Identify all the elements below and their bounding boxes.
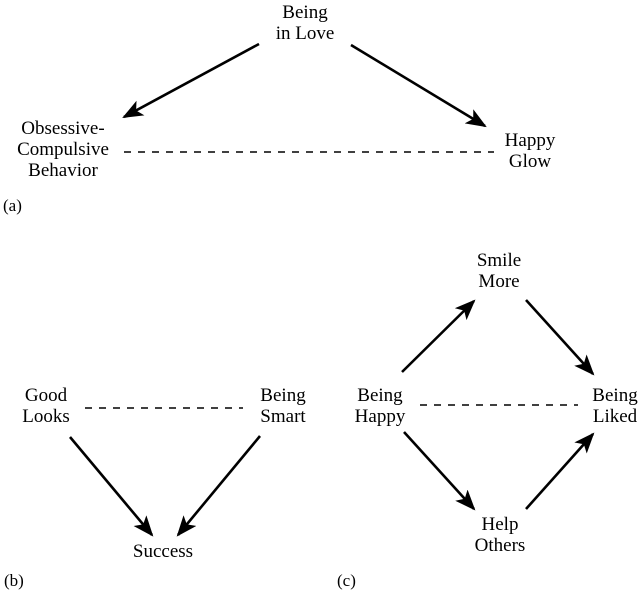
node-label-line: Being <box>592 385 638 406</box>
node-being-liked: Being Liked <box>592 385 637 427</box>
node-being-happy: Being Happy <box>355 385 406 427</box>
node-label-line: More <box>478 271 520 292</box>
arrow-edge <box>403 431 476 511</box>
node-help-others: Help Others <box>475 514 526 556</box>
node-label-line: Being <box>282 2 328 23</box>
arrow-edge <box>176 435 262 537</box>
node-label-line: Good <box>24 385 68 406</box>
panel-label-b: (b) <box>4 571 24 590</box>
node-label-line: Smile <box>476 250 522 271</box>
node-label-line: Others <box>474 535 526 556</box>
arrow-edge <box>122 42 260 119</box>
node-being-in-love: Being in Love <box>276 2 335 44</box>
node-label-line: Being <box>260 385 306 406</box>
arrow-edge <box>69 436 154 537</box>
arrow-edge <box>350 43 487 128</box>
node-label-line: Happy <box>504 130 556 151</box>
node-label-line: Happy <box>354 406 406 427</box>
panel-label-c: (c) <box>337 571 356 590</box>
node-label-line: Liked <box>592 406 638 427</box>
node-smile-more: Smile More <box>477 250 521 292</box>
arrow-edge <box>401 299 476 373</box>
node-label-line: Compulsive <box>17 139 109 160</box>
node-success: Success <box>133 541 193 562</box>
node-happy-glow: Happy Glow <box>505 130 556 172</box>
node-being-smart: Being Smart <box>260 385 305 427</box>
node-label-line: Smart <box>260 406 306 427</box>
panel-label-a: (a) <box>3 196 22 215</box>
node-label-line: in Love <box>275 23 335 44</box>
node-label-line: Help <box>481 514 519 535</box>
arrow-edge <box>525 299 595 376</box>
node-obsessive-compulsive-behavior: Obsessive- Compulsive Behavior <box>17 118 109 181</box>
arrow-edge <box>525 432 595 510</box>
node-label-line: Success <box>132 541 194 562</box>
node-label-line: Being <box>357 385 403 406</box>
node-good-looks: Good Looks <box>22 385 70 427</box>
node-label-line: Glow <box>508 151 552 172</box>
node-label-line: Looks <box>22 406 70 427</box>
node-label-line: Behavior <box>28 160 98 181</box>
node-label-line: Obsessive- <box>21 118 105 139</box>
